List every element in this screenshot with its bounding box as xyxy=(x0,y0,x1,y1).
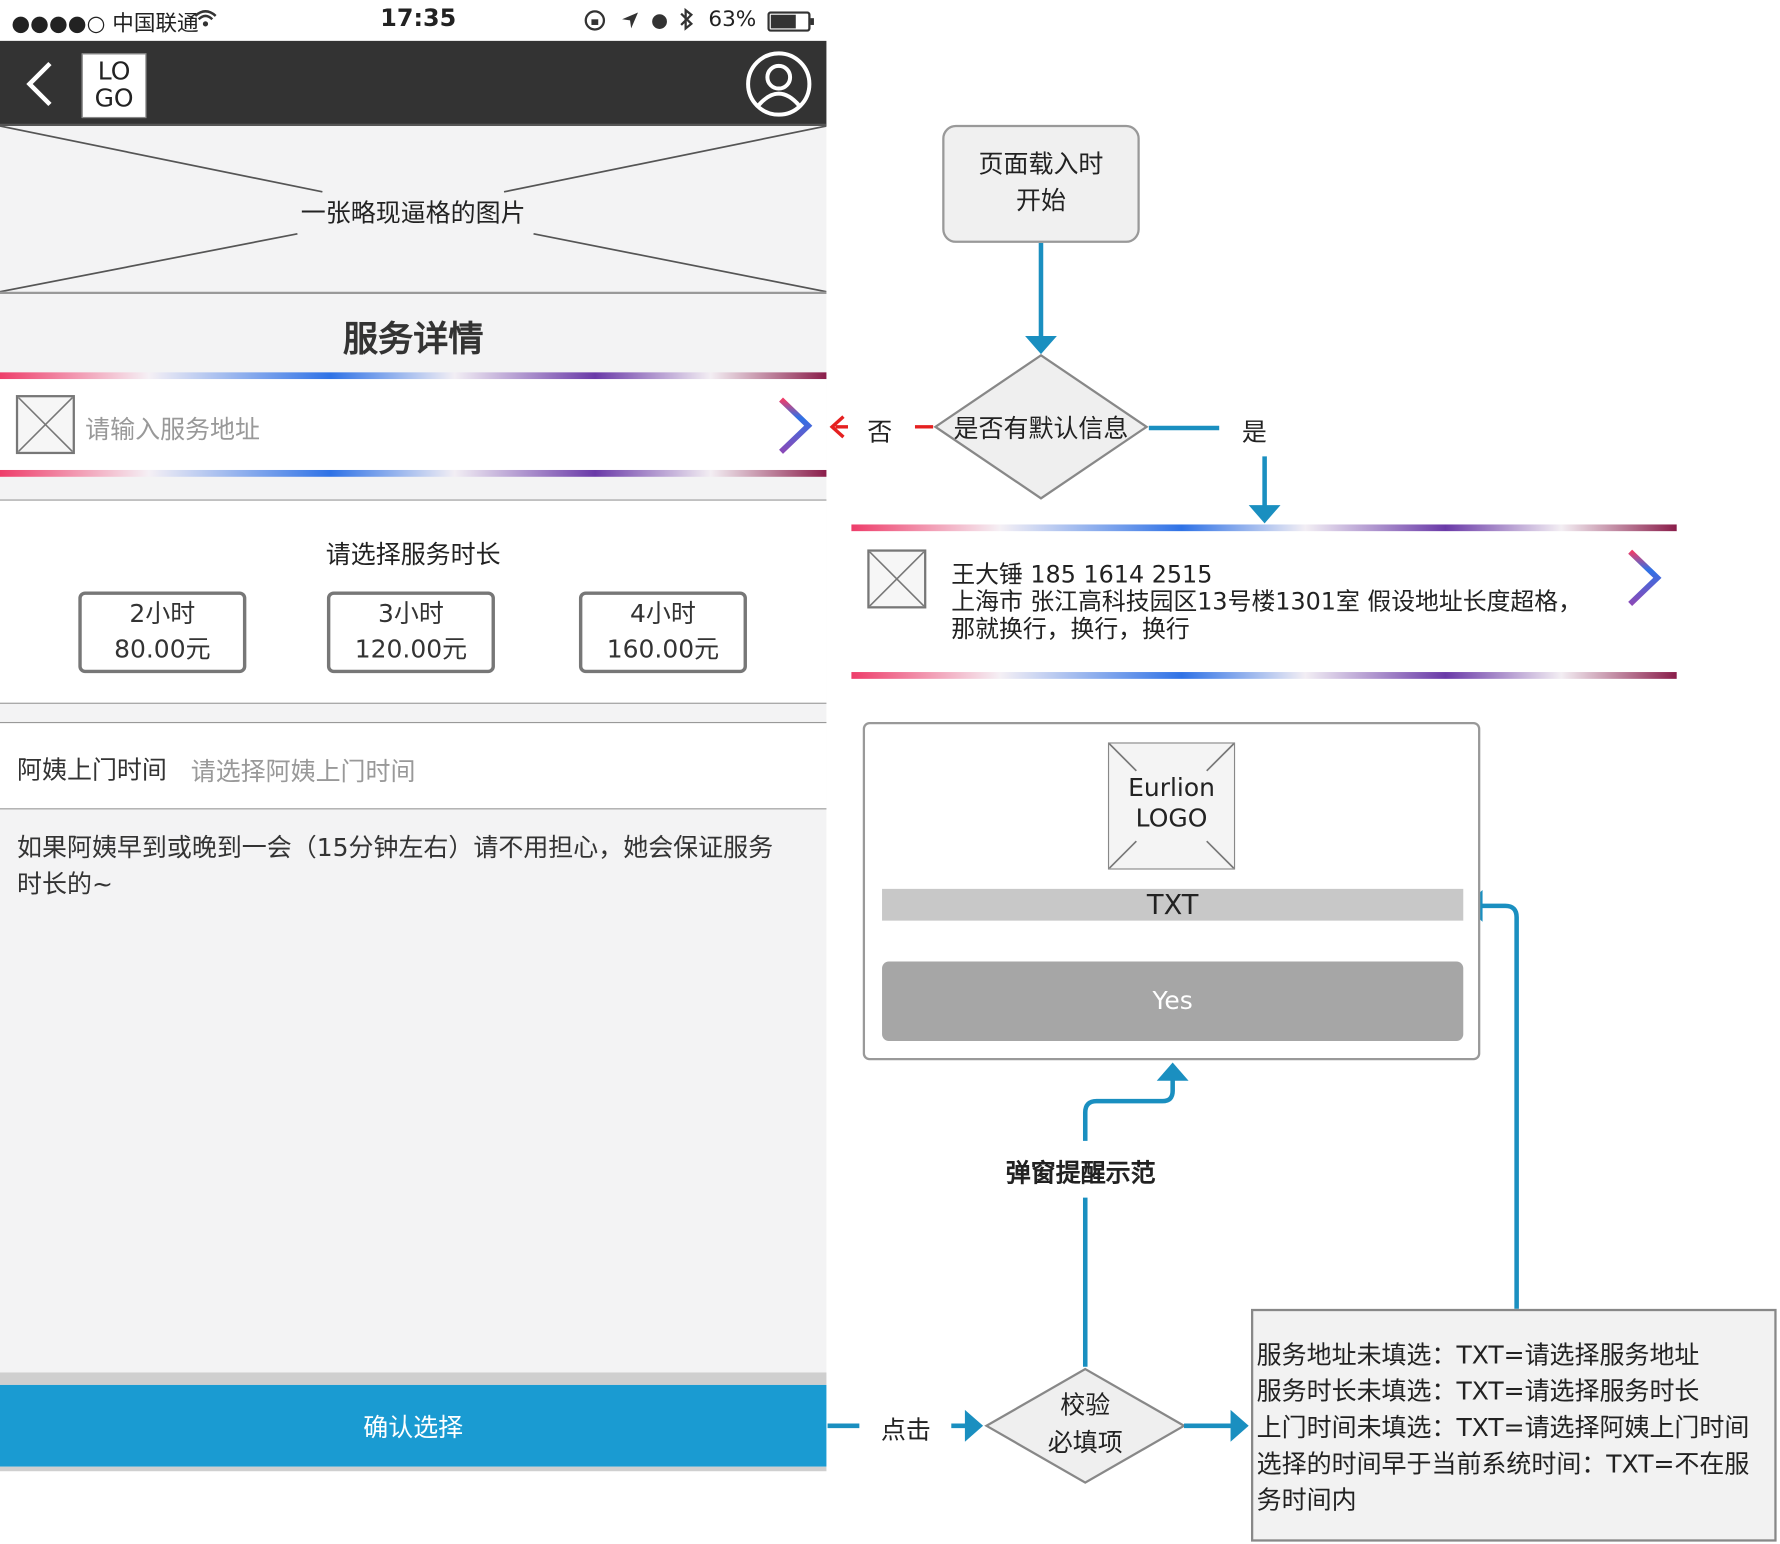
dialog-logo-line-2: LOGO xyxy=(1135,804,1208,834)
duration-title: 请选择服务时长 xyxy=(325,541,501,570)
note-line: 服务地址未填选：TXT=请选择服务地址 xyxy=(1256,1341,1700,1371)
decision-label: 是否有默认信息 xyxy=(953,415,1129,444)
clock-text: 17:35 xyxy=(380,4,457,32)
divider-bottom xyxy=(0,469,827,477)
connector-note-txt xyxy=(1480,903,1519,1309)
wifi-icon xyxy=(193,7,218,34)
no-label: 否 xyxy=(867,418,893,448)
address-image-icon xyxy=(15,395,75,455)
card-divider-bottom xyxy=(851,672,1677,679)
card-divider-top xyxy=(851,524,1677,532)
note-line: 选择的时间早于当前系统时间：TXT=不在服 xyxy=(1256,1450,1750,1480)
note-line: 服务时长未填选：TXT=请选择服务时长 xyxy=(1256,1378,1700,1407)
arrow-start-decision xyxy=(1025,336,1057,355)
validation-note: 服务地址未填选：TXT=请选择服务地址 服务时长未填选：TXT=请选择服务时长 … xyxy=(1250,1308,1777,1542)
back-icon[interactable] xyxy=(20,59,59,113)
user-avatar-icon[interactable] xyxy=(745,50,813,123)
battery-text: 63% xyxy=(708,6,757,32)
validate-line-2: 必填项 xyxy=(1047,1429,1123,1458)
note-line: 务时间内 xyxy=(1256,1487,1357,1516)
button-shadow xyxy=(0,1372,827,1385)
dialog-logo-text: Eurlion LOGO xyxy=(1109,773,1234,834)
notice-text: 如果阿姨早到或晚到一会（15分钟左右）请不用担心，她会保证服务 时长的~ xyxy=(17,831,773,904)
option-hours: 3小时 xyxy=(378,600,444,629)
start-line-2: 开始 xyxy=(1015,187,1066,216)
option-price: 120.00元 xyxy=(354,635,468,665)
notice-line-1: 如果阿姨早到或晚到一会（15分钟左右）请不用担心，她会保证服务 xyxy=(17,834,774,863)
visit-time-placeholder: 请选择阿姨上门时间 xyxy=(190,758,416,787)
card-address-cont: 那就换行，换行，换行 xyxy=(951,615,1190,643)
default-address-card[interactable]: 王大锤 185 1614 2515 上海市 张江高科技园区13号楼1301室 假… xyxy=(851,531,1677,673)
validate-line-1: 校验 xyxy=(1060,1391,1111,1421)
lock-rotation-icon xyxy=(583,9,606,37)
app-logo: LO GO xyxy=(81,53,147,119)
card-contact: 王大锤 185 1614 2515 xyxy=(951,560,1213,589)
option-price: 160.00元 xyxy=(606,635,720,665)
arrow-no xyxy=(829,415,845,439)
yes-label: 是 xyxy=(1241,418,1267,448)
status-bar: ●●●●○ 中国联通 17:35 63% xyxy=(0,0,827,41)
option-hours: 4小时 xyxy=(630,600,696,629)
carrier-text: ●●●●○ 中国联通 xyxy=(11,11,199,37)
banner-image: 一张略现逼格的图片 xyxy=(0,126,827,295)
dialog-logo-line-1: Eurlion xyxy=(1128,774,1215,803)
arrow-validate-note xyxy=(1230,1409,1249,1442)
duration-option-2h[interactable]: 2小时 80.00元 xyxy=(78,591,247,674)
connector-to-dialog xyxy=(1082,1078,1175,1141)
click-label: 点击 xyxy=(880,1416,931,1446)
option-price: 80.00元 xyxy=(114,635,211,665)
arrow-to-dialog xyxy=(1156,1062,1189,1081)
card-chevron-right-icon xyxy=(1626,547,1665,613)
duration-option-3h[interactable]: 3小时 120.00元 xyxy=(326,591,495,674)
banner-caption: 一张略现逼格的图片 xyxy=(300,199,526,229)
option-hours: 2小时 xyxy=(129,600,196,629)
address-placeholder: 请输入服务地址 xyxy=(85,416,260,445)
arrow-yes xyxy=(1248,505,1281,524)
alarm-icon xyxy=(649,9,669,36)
duration-option-4h[interactable]: 4小时 160.00元 xyxy=(578,591,747,674)
notice-line-2: 时长的~ xyxy=(17,870,113,900)
confirm-button[interactable]: 确认选择 xyxy=(0,1384,827,1467)
visit-time-row[interactable]: 阿姨上门时间 请选择阿姨上门时间 xyxy=(0,721,827,810)
duration-section: 请选择服务时长 2小时 80.00元 3小时 120.00元 4小时 160.0… xyxy=(0,499,827,704)
start-node: 页面载入时 开始 xyxy=(942,124,1140,243)
battery-icon xyxy=(767,10,815,37)
location-icon xyxy=(620,9,640,36)
start-line-1: 页面载入时 xyxy=(978,150,1104,180)
logo-line-2: GO xyxy=(94,84,134,113)
logo-line-1: LO xyxy=(97,57,131,86)
decision-diamond xyxy=(933,353,1149,500)
divider-top xyxy=(0,372,827,380)
arrow-click xyxy=(964,1409,984,1442)
note-line: 上门时间未填选：TXT=请选择阿姨上门时间 xyxy=(1256,1414,1750,1443)
dialog-message: TXT xyxy=(882,888,1464,921)
validate-label: 校验 必填项 xyxy=(999,1387,1172,1462)
bluetooth-icon xyxy=(679,7,695,38)
dialog-yes-button[interactable]: Yes xyxy=(882,961,1464,1041)
popup-label: 弹窗提醒示范 xyxy=(1005,1160,1156,1189)
validate-diamond xyxy=(984,1367,1187,1484)
button-shadow-bottom xyxy=(0,1466,827,1472)
card-text: 王大锤 185 1614 2515 上海市 张江高科技园区13号楼1301室 假… xyxy=(951,561,1582,643)
address-row[interactable]: 请输入服务地址 xyxy=(0,379,827,470)
card-image-icon xyxy=(867,549,927,609)
visit-time-label: 阿姨上门时间 xyxy=(17,757,167,786)
card-address: 上海市 张江高科技园区13号楼1301室 假设地址长度超格， xyxy=(951,588,1582,616)
section-title: 服务详情 xyxy=(342,318,484,360)
chevron-right-icon xyxy=(776,395,815,461)
dialog-logo: Eurlion LOGO xyxy=(1107,742,1236,870)
